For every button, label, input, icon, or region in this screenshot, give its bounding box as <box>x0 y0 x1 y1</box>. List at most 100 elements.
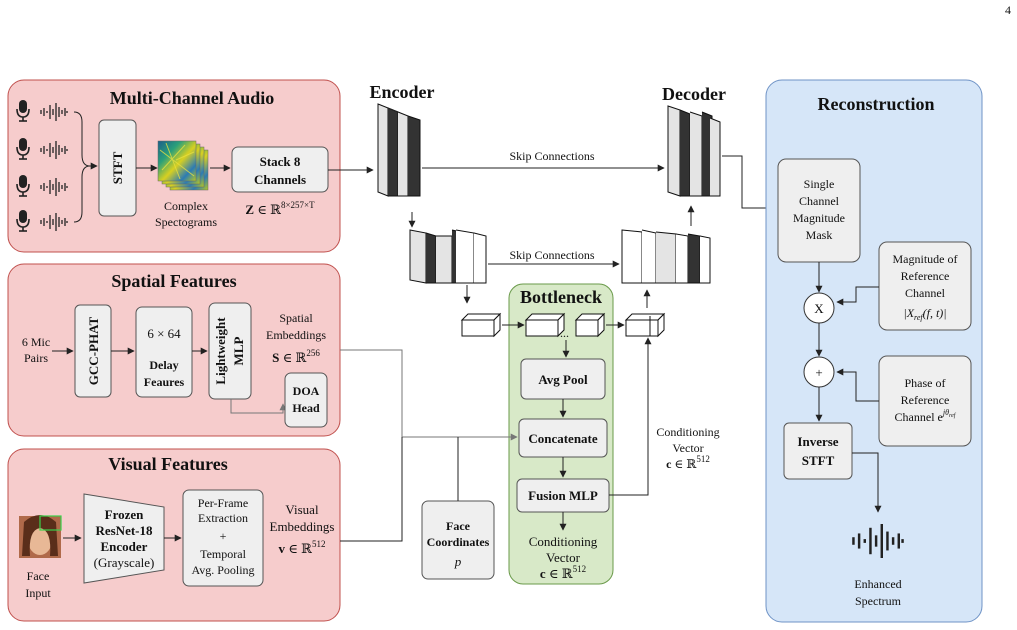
resnet-label-line2: ResNet-18 <box>95 523 153 538</box>
stack-label-line2: Channels <box>254 172 306 187</box>
avg-pool-label: Avg Pool <box>538 372 588 387</box>
resnet-label-line1: Frozen <box>105 507 145 522</box>
istft-line1: Inverse <box>797 434 838 449</box>
istft-line2: STFT <box>802 453 835 468</box>
mag-line1: Magnitude of <box>893 252 958 266</box>
resnet-label-line4: (Grayscale) <box>94 555 155 570</box>
audio-panel: Multi-Channel Audio STFT Complex Spectog… <box>7 79 374 253</box>
mag-formula: |Xref(f, t)| <box>903 306 946 322</box>
spatial-panel: Spatial Features 6 Mic Pairs GCC-PHAT 6 … <box>7 263 341 437</box>
stack-label-line1: Stack 8 <box>260 154 301 169</box>
face-input-line1: Face <box>27 569 50 583</box>
reconstruction-panel: Reconstruction Single Channel Magnitude … <box>765 79 983 623</box>
mag-line2: Reference <box>901 269 950 283</box>
v-shape-label: v ∈ ℝ512 <box>279 539 326 556</box>
unet: Encoder Decoder <box>370 82 776 308</box>
bottleneck-cv-line2: Vector <box>546 550 581 565</box>
skip-connections-label-1: Skip Connections <box>509 149 594 163</box>
concatenate-label: Concatenate <box>528 431 598 446</box>
audio-panel-title: Multi-Channel Audio <box>110 88 275 108</box>
visual-embeddings-line2: Embeddings <box>270 519 335 534</box>
decoder-title: Decoder <box>662 84 726 104</box>
pf-line4: Temporal <box>200 547 246 561</box>
ellipsis: ... <box>560 326 569 340</box>
arrow <box>722 155 776 212</box>
visual-panel: Visual Features Face Input Frozen ResNet… <box>7 448 341 622</box>
arrow <box>836 286 879 306</box>
mic-pairs-line2: Pairs <box>24 351 48 365</box>
latent-block <box>624 312 666 338</box>
per-frame-pooling-box <box>182 489 264 587</box>
mask-line3: Magnitude <box>793 211 845 225</box>
delay-features-box <box>135 306 193 398</box>
spatial-embeddings-line1: Spatial <box>279 311 313 325</box>
phase-line3: Channel ejθref <box>895 408 957 424</box>
encoder-title: Encoder <box>370 82 435 102</box>
face-input-line2: Input <box>25 586 51 600</box>
skip-connections-label-2: Skip Connections <box>509 248 594 262</box>
phase-line2: Reference <box>901 393 950 407</box>
arrow <box>852 452 882 513</box>
bottleneck-title: Bottleneck <box>520 287 602 307</box>
mlp-label-line1: Lightweight <box>213 317 228 385</box>
arrow <box>836 368 879 402</box>
fusion-mlp-label: Fusion MLP <box>528 488 598 503</box>
resnet-label-line3: Encoder <box>101 539 148 554</box>
doa-label-line1: DOA <box>293 384 320 398</box>
decoder-layer <box>621 229 711 284</box>
conditioning-arrow <box>609 337 652 496</box>
mask-line4: Mask <box>806 228 833 242</box>
spatial-embeddings-line2: Embeddings <box>266 328 326 342</box>
delay-dim-label: 6 × 64 <box>147 326 181 341</box>
conditioning-c-label: c ∈ ℝ512 <box>666 454 710 471</box>
doa-label-line2: Head <box>292 401 320 415</box>
encoder-layer <box>409 229 487 284</box>
spectrogram-image <box>157 140 209 191</box>
face-coords-symbol: p <box>454 554 462 569</box>
enhanced-line2: Spectrum <box>855 594 902 608</box>
doa-head-box <box>284 372 328 428</box>
enhanced-line1: Enhanced <box>854 577 901 591</box>
reference-magnitude-box <box>878 241 972 331</box>
face-coords-line2: Coordinates <box>427 535 490 549</box>
stft-label: STFT <box>110 151 125 184</box>
z-shape-label: Z ∈ ℝ8×257×T <box>245 200 315 217</box>
lightweight-mlp-box <box>208 302 252 400</box>
mic-pairs-line1: 6 Mic <box>22 335 50 349</box>
page-number: 4 <box>1005 3 1011 17</box>
phase-line1: Phase of <box>905 376 946 390</box>
conditioning-line1: Conditioning <box>656 425 719 439</box>
latent-block <box>574 312 606 338</box>
mlp-label-line2: MLP <box>231 337 246 366</box>
bottleneck-panel: Bottleneck ... Avg Pool <box>460 283 666 585</box>
spatial-panel-title: Spatial Features <box>111 271 236 291</box>
reconstruction-title: Reconstruction <box>818 94 935 114</box>
visual-to-concat-line <box>340 437 403 542</box>
resnet-encoder-box <box>83 493 165 584</box>
face-coords-line1: Face <box>446 519 471 533</box>
bottleneck-c-label: c ∈ ℝ512 <box>540 564 586 581</box>
delay-label-line2: Feaures <box>144 375 185 389</box>
spatial-to-concat-arrow <box>340 349 518 441</box>
conditioning-line2: Vector <box>672 441 703 455</box>
plus-symbol: + <box>815 365 822 380</box>
spectrograms-label-line2: Spectograms <box>155 215 217 229</box>
decoder-layer <box>667 105 721 197</box>
s-shape-label: S ∈ ℝ256 <box>272 348 320 365</box>
mask-line2: Channel <box>799 194 840 208</box>
bottleneck-cv-line1: Conditioning <box>529 534 598 549</box>
face-photo <box>19 515 62 558</box>
latent-block <box>524 312 566 338</box>
arrow <box>230 399 287 414</box>
encoder-layer <box>377 103 421 197</box>
pf-line5: Avg. Pooling <box>191 563 254 577</box>
inverse-stft-box <box>783 422 853 480</box>
pf-line3: + <box>220 529 227 543</box>
mask-line1: Single <box>804 177 835 191</box>
visual-embeddings-line1: Visual <box>285 502 319 517</box>
pf-line2: Extraction <box>198 511 248 525</box>
gcc-phat-label: GCC-PHAT <box>86 316 101 385</box>
mag-line3: Channel <box>905 286 946 300</box>
multiply-symbol: X <box>814 301 824 316</box>
